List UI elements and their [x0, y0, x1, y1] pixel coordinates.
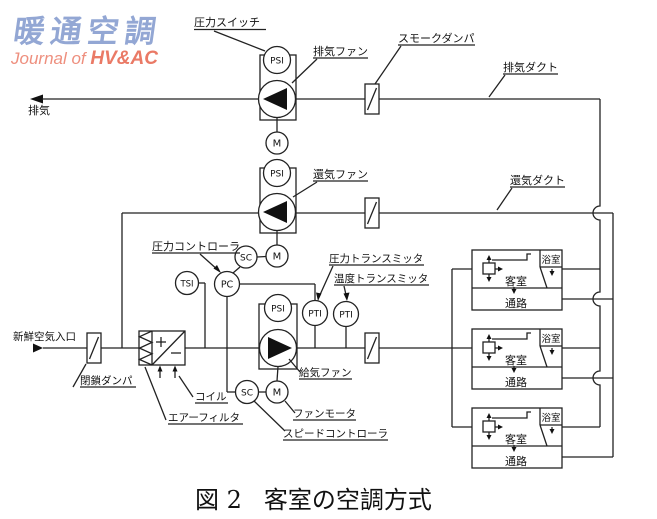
closing-damper [86, 332, 102, 364]
coil-label: コイル [195, 391, 227, 403]
fan-motor-label-group: ファンモータ [284, 400, 356, 421]
speed-controller-label: スピードコントローラ [283, 428, 388, 440]
guest-room-label: 客室 [505, 353, 527, 367]
corridor-label: 通路 [505, 455, 527, 468]
pc-text: PC [221, 280, 234, 291]
return-sc-text: SC [240, 254, 252, 264]
bathroom-label: 浴室 [541, 333, 560, 345]
logo-subtitle-brand: HV&AC [90, 48, 158, 69]
room-unit-3: 浴室 客室 通路 [471, 407, 613, 469]
pressure-transmitter-label-group: 圧力トランスミッタ [316, 252, 424, 301]
supply-duct-lines [33, 343, 483, 353]
pressure-controller-label: 圧力コントローラ [152, 240, 240, 253]
smoke-damper-label-group: スモークダンパ [374, 31, 475, 85]
return-pressure-switch-symbol [262, 158, 292, 188]
supply-sc-text: SC [241, 389, 253, 399]
tsi-text: TSI [179, 280, 193, 290]
exhaust-pressure-switch-symbol [262, 45, 292, 75]
air-filter-zigzag-icon [137, 330, 154, 366]
controller-group: SC PC TSI PTI PTI [174, 245, 360, 393]
smoke-damper-return [364, 197, 380, 229]
fresh-air-arrow-icon [33, 343, 43, 353]
exhaust-fan-assembly: PSI M [257, 45, 297, 155]
return-psi-text: PSI [270, 170, 284, 180]
ahu-box [137, 330, 186, 378]
speed-controller-label-group: スピードコントローラ [253, 400, 388, 441]
room-unit-1: 浴室 客室 通路 [471, 249, 613, 311]
exhaust-arrow-icon [30, 94, 43, 104]
bathroom-label: 浴室 [541, 254, 560, 266]
smoke-damper-label: スモークダンパ [398, 31, 475, 45]
air-filter-label-group: エアーフィルタ [144, 366, 243, 425]
corridor-label: 通路 [505, 297, 527, 310]
return-duct-label-group: 還気ダクト [496, 173, 565, 211]
journal-logo: 暖通空調 Journal of HV&AC [11, 6, 164, 70]
pressure-switch-label-group: 圧力スイッチ [194, 16, 266, 52]
closing-damper-label: 閉鎖ダンパ [80, 374, 133, 387]
logo-subtitle: Journal of HV&AC [11, 48, 159, 70]
exhaust-fan-label: 排気ファン [313, 44, 368, 58]
temperature-transmitter-label-group: 温度トランスミッタ [334, 272, 429, 301]
figure-title: 客室の空調方式 [263, 486, 432, 514]
return-fan-motor-symbol [265, 244, 289, 268]
return-fan-impeller-icon [263, 201, 287, 223]
logo-title: 暖通空調 [11, 14, 165, 50]
supply-fan-label: 給気ファン [299, 366, 352, 379]
smoke-damper-exhaust [364, 83, 380, 115]
vav-unit-symbol [482, 420, 496, 433]
supply-pressure-switch-symbol [263, 293, 293, 323]
return-fan-assembly: PSI M [257, 158, 297, 268]
exhaust-psi-text: PSI [270, 57, 284, 67]
bathroom-label: 浴室 [541, 412, 560, 424]
return-duct-label: 還気ダクト [510, 173, 565, 187]
return-duct-lines [121, 212, 614, 457]
closing-damper-label-group: 閉鎖ダンパ [72, 363, 136, 388]
supply-psi-text: PSI [271, 305, 285, 315]
fan-motor-label: ファンモータ [293, 408, 356, 420]
exhaust-fan-motor-symbol [265, 131, 289, 155]
exhaust-duct-label-group: 排気ダクト [488, 60, 558, 98]
exhaust-fan-label-group: 排気ファン [291, 44, 368, 84]
ahu-outline [138, 330, 186, 366]
exhaust-motor-text: M [273, 139, 282, 150]
exhaust-fan-impeller-icon [263, 88, 287, 110]
coil-label-group: コイル [178, 375, 228, 404]
pressure-controller-label-group: 圧力コントローラ [152, 240, 240, 273]
supply-motor-text: M [273, 388, 282, 399]
pt2-text: PTI [339, 311, 353, 321]
vav-unit-symbol [482, 341, 496, 354]
exhaust-label: 排気 [28, 103, 50, 117]
guest-room-label: 客室 [505, 274, 527, 288]
temperature-transmitter-label: 温度トランスミッタ [334, 272, 428, 285]
supply-fan-assembly: PSI M SC [234, 293, 298, 405]
fresh-air-inlet-label: 新鮮空気入口 [13, 330, 76, 343]
exhaust-duct-label: 排気ダクト [503, 60, 558, 74]
guest-room-label: 客室 [505, 432, 527, 446]
figure-number: 図 2 [195, 486, 242, 514]
figure-caption: 図 2 客室の空調方式 [195, 480, 432, 515]
return-motor-text: M [273, 252, 282, 263]
logo-subtitle-prefix: Journal of [11, 49, 91, 68]
return-fan-label: 還気ファン [313, 167, 368, 181]
room-unit-2: 浴室 客室 通路 [471, 328, 613, 390]
supply-fan-impeller-icon [268, 337, 292, 359]
pt1-text: PTI [308, 310, 322, 320]
vav-unit-symbol [482, 262, 496, 275]
pressure-transmitter-label: 圧力トランスミッタ [329, 252, 423, 265]
pressure-switch-label: 圧力スイッチ [194, 16, 260, 29]
smoke-damper-supply [364, 332, 380, 364]
supply-fan-label-group: 給気ファン [288, 358, 352, 380]
return-fan-label-group: 還気ファン [292, 167, 368, 198]
corridor-label: 通路 [505, 376, 527, 389]
air-filter-label: エアーフィルタ [168, 412, 240, 424]
